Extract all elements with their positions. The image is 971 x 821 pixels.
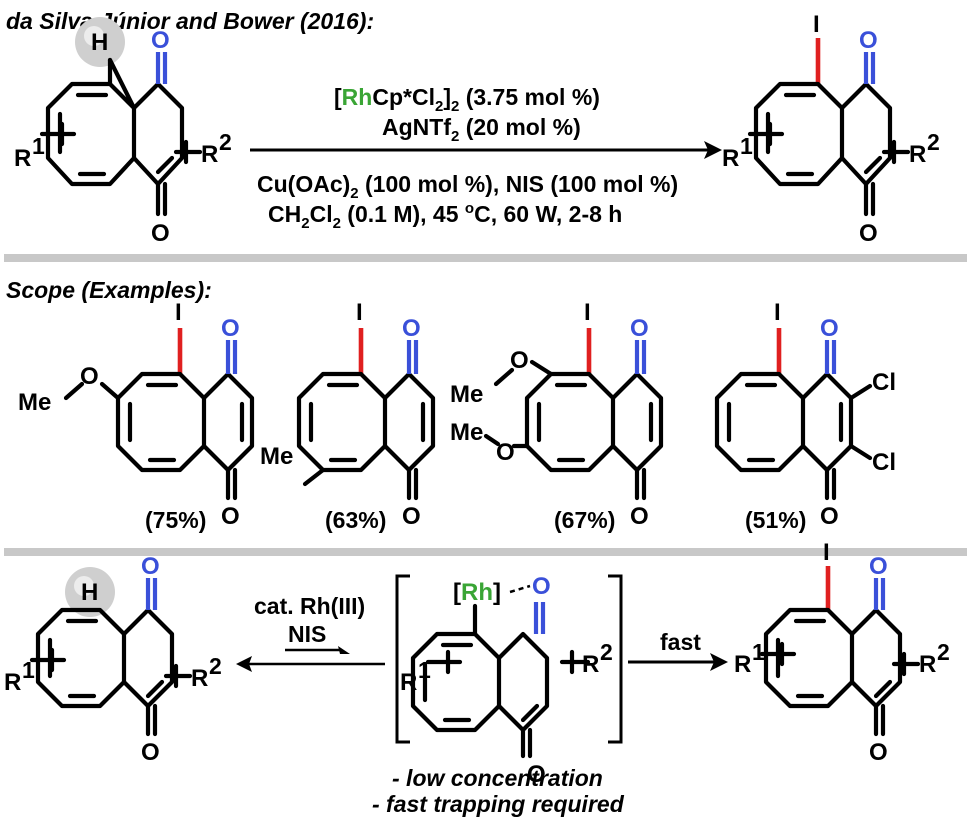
svg-text:1: 1: [740, 133, 753, 159]
svg-text:O: O: [820, 503, 839, 530]
svg-text:2: 2: [209, 653, 222, 679]
mechanism-substrate: H O O R 1 R 2: [4, 553, 222, 766]
r1-label: R: [14, 145, 31, 172]
example-dimethoxy: I O O O Me O Me (67%): [450, 299, 664, 533]
svg-text:1: 1: [22, 657, 35, 683]
svg-text:1: 1: [32, 133, 45, 159]
svg-text:Cl: Cl: [872, 369, 896, 396]
svg-text:Me: Me: [18, 389, 51, 416]
svg-text:O: O: [496, 439, 515, 466]
note-low-concentration: - low concentration: [392, 765, 603, 791]
iodo-atom: I: [813, 11, 820, 38]
svg-text:O: O: [80, 363, 99, 390]
svg-text:I: I: [175, 299, 182, 326]
svg-text:CH2Cl2 (0.1 M), 45 oC, 60 W, 2: CH2Cl2 (0.1 M), 45 oC, 60 W, 2-8 h: [268, 200, 622, 232]
svg-text:Cl: Cl: [872, 449, 896, 476]
rhodacycle-intermediate: [Rh] O O R 1 R 2: [395, 573, 623, 788]
svg-text:I: I: [774, 299, 781, 326]
svg-text:O: O: [859, 220, 878, 247]
svg-text:O: O: [402, 315, 421, 342]
svg-text:O: O: [402, 503, 421, 530]
svg-text:R: R: [734, 651, 751, 678]
scope-heading: Scope (Examples):: [6, 277, 212, 303]
note-fast-trapping: - fast trapping required: [372, 791, 625, 817]
svg-text:[Rh]: [Rh]: [453, 579, 501, 606]
equilibrium-arrows: cat. Rh(III) NIS: [236, 593, 385, 672]
iodinated-product: I O O R 1 R 2: [722, 11, 940, 247]
scheme-title: da Silva Júnior and Bower (2016):: [6, 8, 374, 34]
nis-label: NIS: [288, 621, 326, 647]
reaction-arrow: [250, 141, 722, 159]
svg-text:[RhCp*Cl2]2 (3.75 mol %): [RhCp*Cl2]2 (3.75 mol %): [334, 84, 600, 115]
svg-text:I: I: [823, 539, 830, 566]
yield-2: (63%): [325, 507, 386, 533]
svg-text:H: H: [81, 579, 98, 606]
starting-naphthoquinone: H O O R 1 R 2: [14, 17, 232, 247]
svg-text:O: O: [527, 761, 546, 788]
reaction-conditions: [RhCp*Cl2]2 (3.75 mol %) AgNTf2 (20 mol …: [257, 84, 678, 232]
yield-3: (67%): [554, 507, 615, 533]
yield-4: (51%): [745, 507, 806, 533]
svg-text:O: O: [859, 27, 878, 54]
svg-text:R: R: [582, 651, 599, 678]
rh-catalyst-label: Rh: [342, 84, 373, 110]
svg-text:O: O: [630, 315, 649, 342]
svg-text:AgNTf2 (20 mol %): AgNTf2 (20 mol %): [382, 114, 581, 145]
svg-text:R: R: [4, 669, 21, 696]
carbonyl-o-top: O: [151, 27, 170, 54]
r2-label: R: [201, 141, 218, 168]
svg-text:O: O: [221, 315, 240, 342]
carbonyl-o-bottom: O: [151, 220, 170, 247]
example-dichloro: I O O Cl Cl (51%): [714, 299, 896, 533]
svg-text:2: 2: [927, 129, 940, 155]
svg-text:O: O: [630, 503, 649, 530]
svg-text:O: O: [510, 347, 529, 374]
svg-text:R: R: [909, 141, 926, 168]
svg-text:O: O: [820, 315, 839, 342]
section-divider: [4, 548, 967, 556]
svg-text:O: O: [141, 553, 160, 580]
yield-1: (75%): [145, 507, 206, 533]
cat-rh-label: cat. Rh(III): [254, 593, 365, 619]
rh-metal-label: Rh: [461, 579, 493, 606]
svg-text:O: O: [221, 503, 240, 530]
example-methyl: I O O Me (63%): [260, 299, 436, 533]
svg-text:R: R: [919, 651, 936, 678]
svg-text:2: 2: [600, 639, 613, 665]
svg-text:Cu(OAc)2 (100 mol %), NIS (100: Cu(OAc)2 (100 mol %), NIS (100 mol %): [257, 171, 678, 202]
fast-arrow: fast: [628, 629, 728, 671]
svg-text:I: I: [584, 299, 591, 326]
svg-text:R: R: [400, 669, 417, 696]
svg-text:O: O: [869, 739, 888, 766]
section-divider: [4, 254, 967, 262]
svg-text:Me: Me: [450, 419, 483, 446]
svg-text:Me: Me: [450, 381, 483, 408]
svg-text:R: R: [191, 665, 208, 692]
svg-text:O: O: [141, 739, 160, 766]
svg-text:2: 2: [937, 639, 950, 665]
fast-label: fast: [660, 629, 701, 655]
mechanism-product: I O O R 1 R 2: [734, 539, 950, 766]
svg-text:O: O: [532, 573, 551, 600]
svg-text:2: 2: [219, 129, 232, 155]
svg-text:I: I: [356, 299, 363, 326]
svg-text:R: R: [722, 145, 739, 172]
svg-text:O: O: [869, 553, 888, 580]
h-atom: H: [91, 29, 108, 56]
example-methoxy: I O O O Me (75%): [18, 299, 255, 533]
svg-text:1: 1: [752, 639, 765, 665]
svg-text:Me: Me: [260, 443, 293, 470]
